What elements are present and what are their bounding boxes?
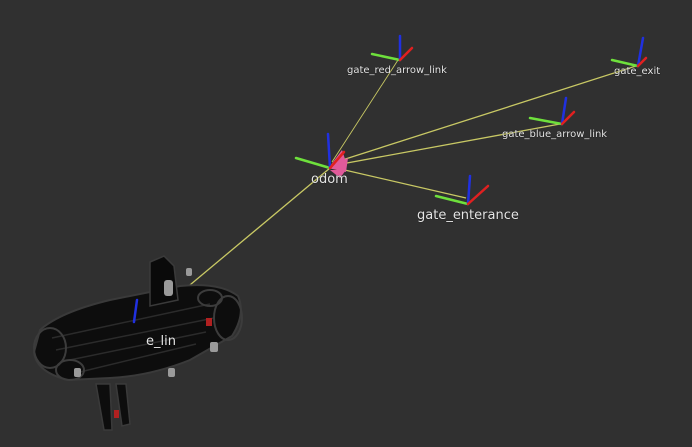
tf-line-odom-to-exit [335, 65, 637, 163]
robot-model[interactable] [32, 255, 243, 431]
robot-mast [149, 255, 179, 307]
robot-red-markers [114, 318, 212, 418]
tf-line-odom-to-blue-arrow [335, 123, 561, 166]
frame-axes-gate-red-arrow-link [370, 34, 414, 62]
frame-axes-gate-exit [610, 36, 648, 68]
robot-cylinders [74, 268, 218, 377]
robot-lower-legs [95, 383, 131, 431]
tf-line-odom-to-enterance [335, 167, 467, 199]
frame-axes-gate-enterance [434, 174, 490, 206]
tf-connection-lines [159, 59, 637, 311]
frame-axes-base-link [132, 298, 139, 324]
frame-axes-odom [294, 132, 346, 170]
robot-frame-lines [51, 303, 215, 373]
robot-thruster-rings [33, 289, 243, 381]
parent-arrow-head [330, 170, 346, 178]
frame-axes-gate-blue-arrow-link [528, 96, 576, 126]
tf-line-odom-to-red-arrow [331, 59, 399, 163]
